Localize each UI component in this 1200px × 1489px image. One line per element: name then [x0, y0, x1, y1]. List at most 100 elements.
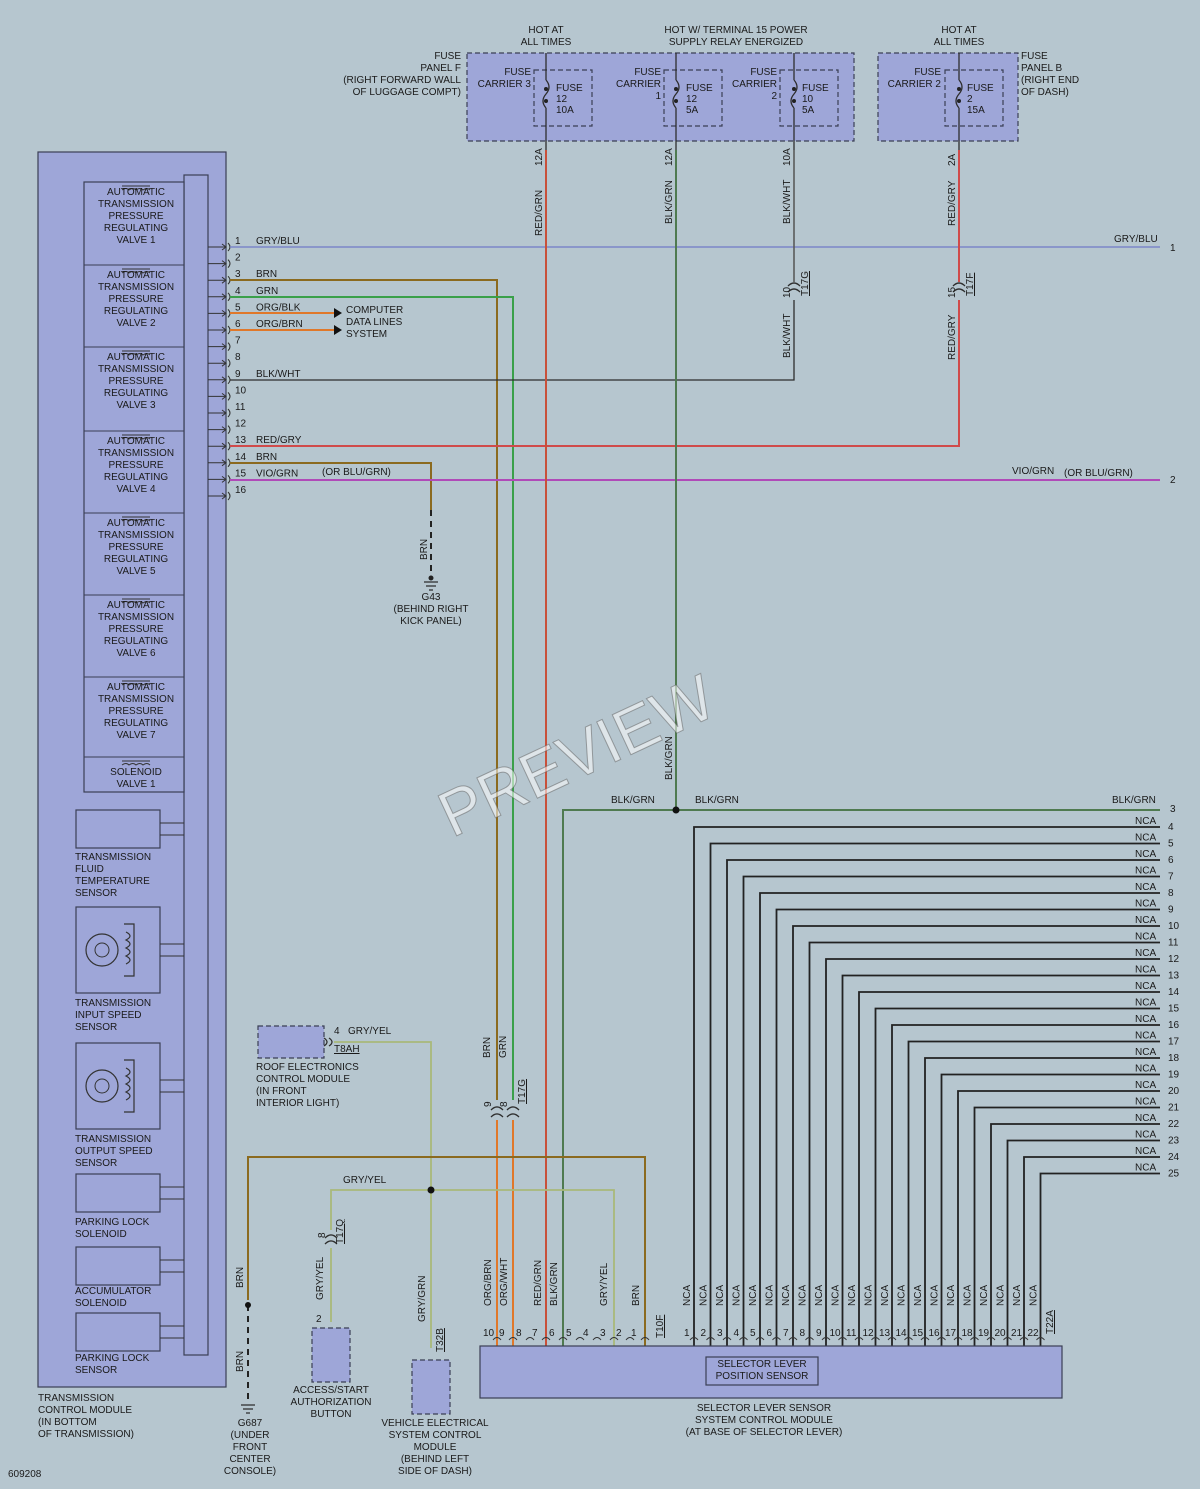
selector-left-pin-2: 9 — [499, 1328, 505, 1339]
brn-vertical-label: BRN — [482, 1037, 493, 1058]
nca-vertical-label-4: NCA — [732, 1285, 743, 1306]
sensor-box-4 — [75, 1173, 161, 1213]
selector-right-pin-15: 15 — [912, 1328, 924, 1339]
blk-grn-h3: BLK/GRN — [1112, 795, 1156, 806]
tcm-pin-9: 9 — [235, 369, 241, 380]
gry-grn-label: GRY/GRN — [417, 1276, 428, 1323]
selector-left-pin-5: 6 — [549, 1328, 555, 1339]
selector-right-pin-20: 20 — [995, 1328, 1007, 1339]
nca-vertical-label-2: NCA — [699, 1285, 710, 1306]
selector-left-pin-8: 3 — [600, 1328, 606, 1339]
vehicle-electrical-system-module — [411, 1359, 451, 1415]
nca-ref-21: 24 — [1168, 1152, 1180, 1163]
selector-right-pin-12: 12 — [863, 1328, 875, 1339]
tcm-pin-7: 7 — [235, 336, 241, 347]
tcm-pin-12: 12 — [235, 419, 247, 430]
wire-brn-g687 — [247, 1156, 646, 1348]
nca-wire-19 — [990, 1123, 1160, 1348]
tcm-pin-wire-13: RED/GRY — [256, 435, 302, 446]
brn-g43-label: BRN — [419, 539, 430, 560]
selector-right-pin-6: 6 — [767, 1328, 773, 1339]
selector-right-pin-4: 4 — [734, 1328, 740, 1339]
selector-right-pin-16: 16 — [929, 1328, 941, 1339]
coil-icon — [121, 434, 151, 440]
nca-label-8: NCA — [1135, 932, 1156, 943]
selector-left-wire-1: ORG/BRN — [483, 1259, 494, 1306]
nca-vertical-label-7: NCA — [781, 1285, 792, 1306]
selector-right-pin-14: 14 — [896, 1328, 908, 1339]
red-gry-lower-label: RED/GRY — [947, 314, 958, 360]
selector-right-pin-1: 1 — [684, 1328, 690, 1339]
red-grn-label: RED/GRN — [534, 190, 545, 236]
wire-gry-yel-roof — [334, 1041, 432, 1348]
nca-vertical-label-1: NCA — [682, 1285, 693, 1306]
red-gry-label: RED/GRY — [947, 180, 958, 226]
pin-9-label: 9 — [483, 1101, 494, 1107]
nca-ref-10: 13 — [1168, 971, 1180, 982]
tcm-pin-wire-14: BRN — [256, 452, 277, 463]
wire-blk-grn-bus — [562, 809, 1160, 1348]
nca-label-18: NCA — [1135, 1097, 1156, 1108]
nca-wire-17 — [957, 1090, 1160, 1348]
nca-label-14: NCA — [1135, 1031, 1156, 1042]
nca-vertical-label-3: NCA — [715, 1285, 726, 1306]
fuse-10-5a-box — [779, 69, 839, 127]
nca-label-15: NCA — [1135, 1047, 1156, 1058]
or-blu-grn-right-label: (OR BLU/GRN) — [1064, 468, 1133, 479]
sensor-box-6 — [75, 1312, 161, 1352]
blk-grn-h1: BLK/GRN — [611, 795, 655, 806]
tcm-internal-bus — [183, 174, 209, 1356]
nca-wire-9 — [825, 958, 1160, 1348]
wire-red-gry-13 — [230, 300, 960, 447]
blk-wht-label: BLK/WHT — [782, 180, 793, 224]
selector-right-pin-17: 17 — [945, 1328, 957, 1339]
nca-vertical-label-20: NCA — [996, 1285, 1007, 1306]
pin-8-label: 8 — [499, 1101, 510, 1107]
tcm-pin-6: 6 — [235, 319, 241, 330]
nca-vertical-label-15: NCA — [913, 1285, 924, 1306]
nca-vertical-label-14: NCA — [897, 1285, 908, 1306]
wire-brn-3 — [230, 279, 498, 1100]
selector-right-pin-19: 19 — [978, 1328, 990, 1339]
nca-label-3: NCA — [1135, 849, 1156, 860]
nca-ref-6: 9 — [1168, 905, 1174, 916]
coil-icon — [121, 185, 151, 191]
tcm-pin-13: 13 — [235, 435, 247, 446]
nca-label-13: NCA — [1135, 1014, 1156, 1025]
nca-ref-15: 18 — [1168, 1053, 1180, 1064]
diagram-number: 609208 — [8, 1469, 42, 1480]
nca-wire-1 — [693, 826, 1160, 1348]
nca-label-16: NCA — [1135, 1064, 1156, 1075]
connector-t17g-top — [787, 282, 801, 293]
wire-gauge-10a: 10A — [782, 148, 793, 166]
nca-wire-11 — [858, 991, 1160, 1348]
coil-icon — [121, 350, 151, 356]
nca-wire-14 — [907, 1040, 1160, 1348]
selector-left-pin-3: 8 — [516, 1328, 522, 1339]
sensor-box-1 — [75, 809, 161, 849]
tcm-pin-wire-3: BRN — [256, 269, 277, 280]
tcm-pin-10: 10 — [235, 385, 247, 396]
connector-t8ah — [323, 1037, 333, 1047]
access-start-button[interactable] — [311, 1327, 351, 1383]
tcm-pin-wire-15: VIO/GRN — [256, 468, 298, 479]
pin-10-label: 10 — [782, 286, 793, 298]
selector-right-pin-2: 2 — [701, 1328, 707, 1339]
wire-gauge-2a: 2A — [947, 153, 958, 166]
gry-blu-right-label: GRY/BLU — [1114, 234, 1158, 245]
nca-label-5: NCA — [1135, 882, 1156, 893]
grn-vertical-label: GRN — [498, 1036, 509, 1058]
